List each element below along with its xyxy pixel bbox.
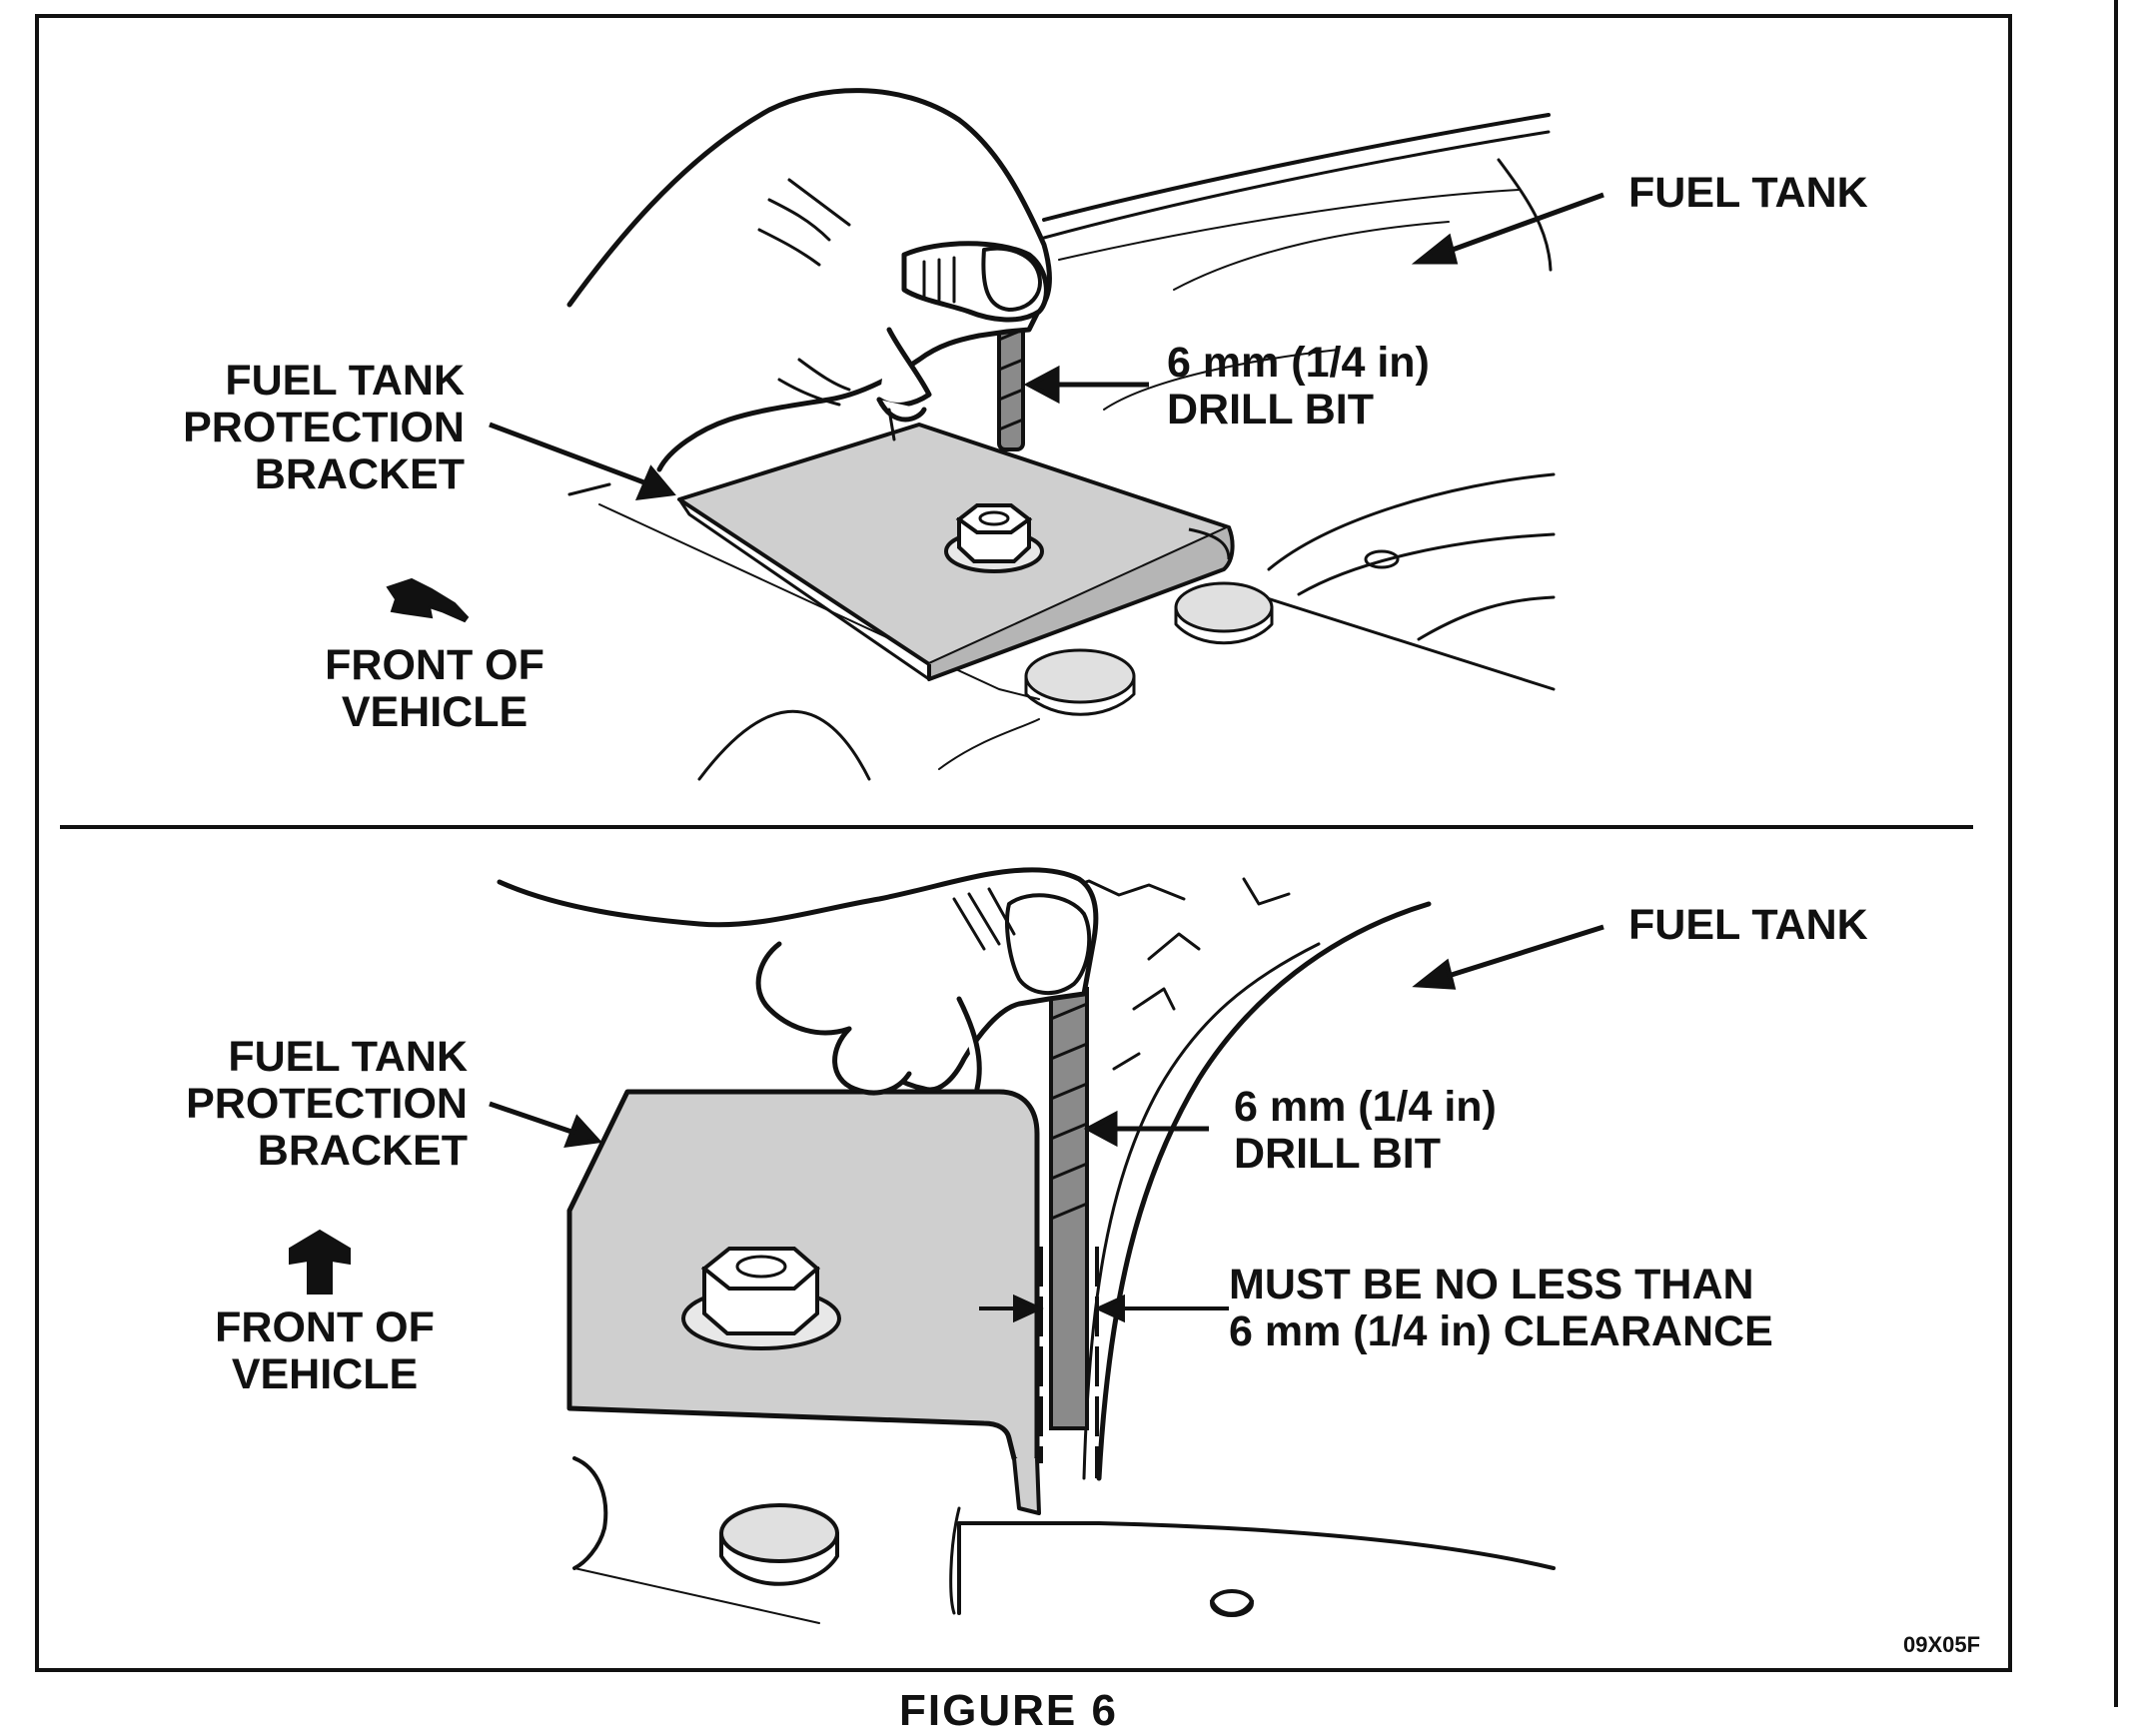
bottom-drill-bit-line2: DRILL BIT <box>1234 1130 1442 1178</box>
top-bracket-line2: PROTECTION <box>183 404 465 451</box>
top-hex-nut-illustration <box>944 503 1044 573</box>
figure-caption: FIGURE 6 <box>899 1686 1118 1735</box>
clearance-line1: MUST BE NO LESS THAN <box>1229 1261 1754 1308</box>
bottom-fuel-tank-label: FUEL TANK <box>1628 901 1868 949</box>
bottom-drill-bit-label: 6 mm (1/4 in) DRILL BIT <box>1234 1084 1497 1178</box>
top-drill-bit-illustration <box>997 313 1025 451</box>
bottom-front-of-vehicle-label: FRONT OF VEHICLE <box>190 1304 460 1398</box>
top-front-of-vehicle-label: FRONT OF VEHICLE <box>300 642 569 736</box>
clearance-line2: 6 mm (1/4 in) CLEARANCE <box>1229 1307 1773 1355</box>
bottom-front-line2: VEHICLE <box>231 1350 419 1398</box>
bottom-drill-bit-line1: 6 mm (1/4 in) <box>1234 1083 1497 1131</box>
clearance-dimension <box>979 1247 1229 1478</box>
bottom-bracket-line3: BRACKET <box>257 1127 468 1175</box>
top-front-line1: FRONT OF <box>325 641 544 689</box>
bottom-illustration <box>572 877 1556 1624</box>
top-drill-bit-line2: DRILL BIT <box>1167 386 1375 434</box>
front-arrow-icon <box>386 577 470 623</box>
top-bracket-line3: BRACKET <box>254 450 465 498</box>
clearance-label: MUST BE NO LESS THAN 6 mm (1/4 in) CLEAR… <box>1229 1262 1773 1355</box>
bottom-leader-lines <box>489 924 1604 1149</box>
top-front-line2: VEHICLE <box>341 688 529 736</box>
front-arrow-icon-bottom <box>289 1229 351 1295</box>
top-bracket-label: FUEL TANK PROTECTION BRACKET <box>160 358 465 498</box>
figure-frame <box>35 14 2012 1672</box>
top-hand-illustration <box>566 88 1052 472</box>
top-bracket-line1: FUEL TANK <box>225 357 465 405</box>
bottom-bracket-line1: FUEL TANK <box>228 1033 468 1081</box>
bottom-hex-nut-illustration <box>681 1247 841 1350</box>
bottom-drill-bit-illustration <box>1049 987 1089 1430</box>
top-leader-lines <box>489 192 1604 501</box>
bottom-front-line1: FRONT OF <box>215 1303 435 1351</box>
top-illustration <box>567 113 1556 781</box>
figure-code: 09X05F <box>1903 1632 1981 1657</box>
top-drill-bit-line1: 6 mm (1/4 in) <box>1167 339 1430 387</box>
top-drill-bit-label: 6 mm (1/4 in) DRILL BIT <box>1167 340 1430 434</box>
bottom-hand-illustration <box>497 867 1099 1096</box>
bottom-bracket-label: FUEL TANK PROTECTION BRACKET <box>160 1034 468 1175</box>
top-fuel-tank-label: FUEL TANK <box>1628 169 1868 217</box>
bottom-bracket-line2: PROTECTION <box>186 1080 468 1128</box>
